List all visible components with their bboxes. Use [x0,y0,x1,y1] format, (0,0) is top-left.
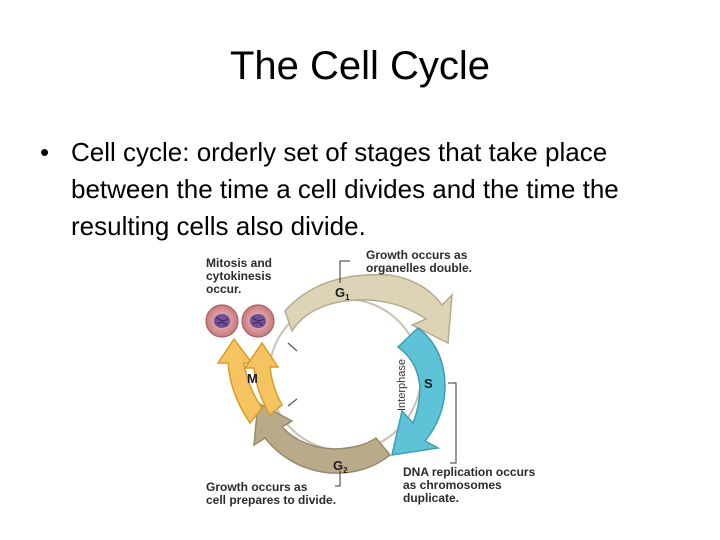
phase-g1-label: G1 [335,285,350,302]
interphase-label: Interphase [396,359,408,411]
s-arrow [391,327,446,456]
daughter-cell-left [205,304,239,338]
bullet-text: Cell cycle: orderly set of stages that t… [71,137,619,241]
bullet-marker: • [40,137,50,167]
phase-g2-label: G2 [333,458,348,475]
g2-growth-label: Growth occurs as cell prepares to divide… [206,480,336,507]
dna-replication-label: DNA replication occurs as chromosomes du… [403,465,539,505]
m-arrow-outer [216,337,263,425]
s-leader-line [448,382,457,464]
mitosis-label: Mitosis and cytokinesis occur. [206,256,275,296]
interphase-bracket [287,342,298,407]
slide-title: The Cell Cycle [229,44,491,88]
g1-leader-line [339,260,350,283]
phase-s-label: S [424,376,433,391]
cell-cycle-diagram: G1 S G2 M Interphase Mitosis and cytokin… [205,248,539,507]
g1-arrow [284,273,453,345]
m-arrow-inner [243,341,283,417]
g2-leader-line [335,471,341,487]
bullet-point: • Cell cycle: orderly set of stages that… [40,134,690,245]
phase-m-label: M [247,371,258,386]
g1-growth-label: Growth occurs as organelles double. [366,248,472,275]
g2-arrow [253,401,392,474]
daughter-cell-right [241,304,275,338]
